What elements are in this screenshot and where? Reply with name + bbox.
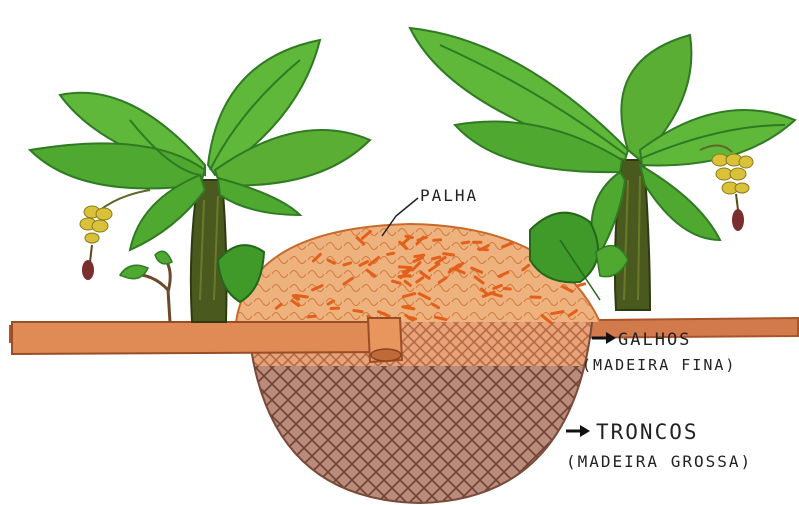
straw-stroke [406, 236, 412, 237]
straw-stroke [308, 316, 315, 317]
straw-stroke [399, 267, 410, 268]
banana-bunch [80, 206, 112, 243]
label-galhos-sub: (MADEIRA FINA) [582, 356, 736, 374]
arrow-right-icon [566, 425, 590, 437]
straw-stroke [409, 317, 416, 319]
straw-stroke [354, 310, 362, 311]
straw-stroke [403, 306, 409, 307]
label-troncos: TRONCOS [596, 420, 699, 444]
straw-stroke [388, 253, 394, 254]
straw-stroke [577, 284, 585, 286]
label-palha: PALHA [420, 186, 478, 205]
banana-bunch [712, 154, 753, 194]
straw-stroke [444, 254, 454, 255]
banana-flower [82, 260, 94, 280]
label-galhos: GALHOS [618, 330, 691, 350]
label-troncos-sub: (MADEIRA GROSSA) [566, 452, 752, 471]
banana-flower [732, 209, 744, 231]
straw-stroke [462, 242, 469, 243]
straw-stroke [399, 276, 410, 277]
straw-stroke [433, 257, 440, 259]
straw-stroke [393, 281, 400, 283]
straw-stroke [296, 295, 308, 297]
straw-stroke [344, 263, 351, 265]
straw-stroke [504, 289, 510, 290]
